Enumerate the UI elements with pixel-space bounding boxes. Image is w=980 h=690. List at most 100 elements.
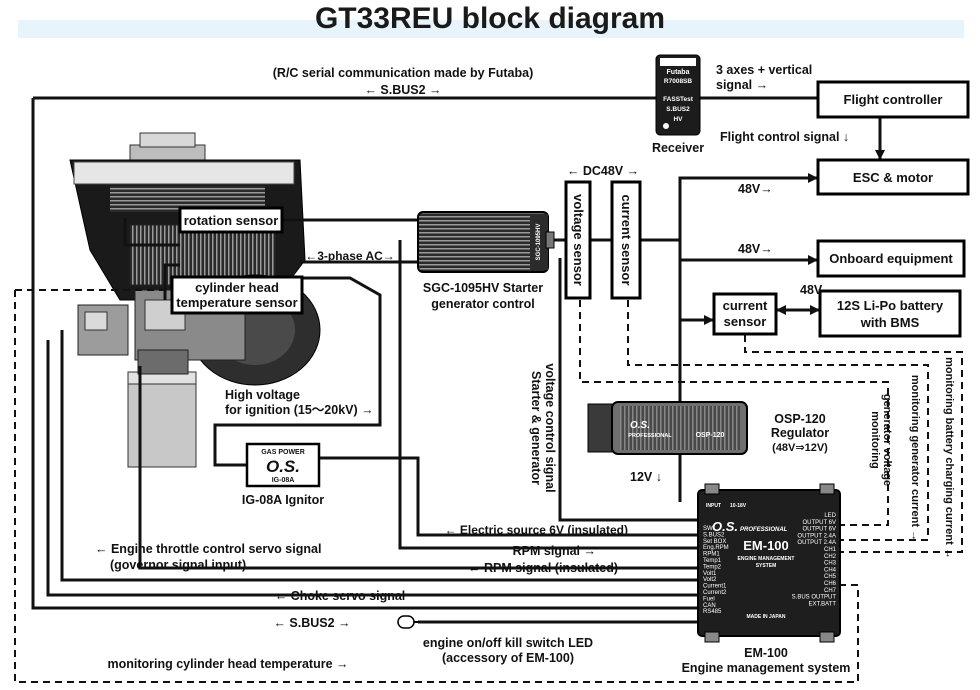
ignitor-caption: IG-08A Ignitor <box>242 493 324 507</box>
em100-port-left: Eng.RPM <box>703 545 729 551</box>
em100-port-right: OUTPUT 2.4A <box>797 533 836 539</box>
monitor-gen-voltage-label-2: generator voltage <box>881 394 893 486</box>
svg-text:HV: HV <box>673 116 683 123</box>
svg-text:Flight controller: Flight controller <box>844 92 943 107</box>
svg-text:R7008SB: R7008SB <box>664 78 692 85</box>
throttle-label-1: ← Engine throttle control servo signal <box>95 542 321 556</box>
kill-led-label-1: engine on/off kill switch LED <box>423 636 593 650</box>
monitor-gen-voltage-label-1: monitoring <box>869 411 881 468</box>
kill-led-label-2: (accessory of EM-100) <box>442 651 574 665</box>
led-icon <box>397 615 420 629</box>
em100-port-right: LED <box>824 513 836 519</box>
svg-text:EM-100: EM-100 <box>743 538 789 553</box>
osp-caption-3: (48V⇒12V) <box>772 442 828 454</box>
onboard-equipment-box: Onboard equipment <box>816 239 966 278</box>
svg-text:OSP-120: OSP-120 <box>696 432 725 439</box>
em100-port-left: SW <box>703 526 713 532</box>
svg-text:IG-08A: IG-08A <box>272 477 295 484</box>
starter-signal-label-1: Starter & generator <box>529 371 543 485</box>
rc-serial-label: (R/C serial communication made by Futaba… <box>273 66 533 80</box>
em100-port-left: Current1 <box>703 584 727 590</box>
sgc-caption-2: generator control <box>431 297 535 311</box>
axes-signal-label-2: signal → <box>716 78 768 92</box>
svg-text:ESC & motor: ESC & motor <box>853 170 933 185</box>
em100-port-left: Set BOX <box>703 539 726 545</box>
starter-controller-device: SGC-1095HV <box>417 211 555 273</box>
electric-source-label: ← Electric source 6V (insulated) <box>445 523 628 537</box>
em100-port-right: CH2 <box>824 554 837 560</box>
em100-caption-1: EM-100 <box>744 646 788 660</box>
v12-label: 12V ↓ <box>630 470 662 484</box>
receiver-caption: Receiver <box>652 141 704 155</box>
cylinder-temp-sensor-box: cylinder head temperature sensor <box>170 275 304 315</box>
ignitor-device: GAS POWER O.S. IG-08A <box>245 442 321 488</box>
monitor-cyl-temp-label: monitoring cylinder head temperature → <box>107 657 348 671</box>
sbus2-bottom-label: ← S.BUS2 → <box>273 616 350 630</box>
current-sensor-small-box: current sensor <box>712 292 778 336</box>
svg-text:ENGINE MANAGEMENT: ENGINE MANAGEMENT <box>738 556 795 562</box>
em100-port-right: CH1 <box>824 547 837 553</box>
em100-port-right: CH4 <box>824 567 837 573</box>
v48-onboard-label: 48V→ <box>738 242 773 256</box>
flight-control-signal-label: Flight control signal ↓ <box>720 130 849 144</box>
em100-port-right: CH5 <box>824 574 837 580</box>
throttle-label-2: (governor signal input) <box>110 558 246 572</box>
svg-text:INPUT: INPUT <box>706 503 721 509</box>
rpm-insulated-label: ← RPM signal (insulated) <box>468 561 618 575</box>
v48-esc-label: 48V→ <box>738 182 773 196</box>
em100-port-left: RS485 <box>703 609 722 615</box>
high-voltage-label-1: High voltage <box>225 388 300 402</box>
em100-port-right: S.BUS OUTPUT <box>792 595 837 601</box>
dc48v-label: ← DC48V → <box>567 164 639 178</box>
ac3phase-label: ←3-phase AC→ <box>305 249 395 263</box>
svg-text:12S Li-Po battery: 12S Li-Po battery <box>837 298 944 313</box>
em100-port-right: CH7 <box>824 588 837 594</box>
em100-port-right: EXT.BATT <box>808 601 836 607</box>
em100-port-left: Current2 <box>703 590 727 596</box>
svg-text:PROFESSIONAL: PROFESSIONAL <box>740 527 788 533</box>
sbus2-top-label: ← S.BUS2 → <box>364 83 441 97</box>
page-title: GT33REU block diagram <box>314 2 666 35</box>
svg-text:S.BUS2: S.BUS2 <box>666 106 690 113</box>
choke-label: ← Choke servo signal <box>275 589 406 603</box>
monitor-gen-current-label: monitoring generator current → <box>909 375 921 541</box>
svg-text:PROFESSIONAL: PROFESSIONAL <box>628 433 672 439</box>
svg-text:GAS POWER: GAS POWER <box>261 449 305 456</box>
sgc-caption-1: SGC-1095HV Starter <box>423 281 543 295</box>
receiver-device: Futaba R7008SB FASSTest S.BUS2 HV <box>655 54 701 136</box>
svg-text:O.S.: O.S. <box>266 457 300 476</box>
battery-box: 12S Li-Po battery with BMS <box>818 289 962 338</box>
rpm-signal-label: RPM signal → <box>513 544 596 558</box>
em100-port-left: Temp1 <box>703 558 722 564</box>
arrow-heads <box>704 150 885 325</box>
em100-port-right: CH3 <box>824 561 837 567</box>
em100-port-right: OUTPUT 6V <box>802 527 836 533</box>
em100-port-left: Temp2 <box>703 564 722 570</box>
axes-signal-label-1: 3 axes + vertical <box>716 63 812 77</box>
svg-text:SYSTEM: SYSTEM <box>756 563 777 569</box>
svg-text:O.S.: O.S. <box>630 420 650 431</box>
svg-text:current: current <box>723 298 768 313</box>
svg-text:temperature sensor: temperature sensor <box>176 295 297 310</box>
svg-text:Futaba: Futaba <box>667 69 690 76</box>
svg-text:SGC-1095HV: SGC-1095HV <box>536 224 542 261</box>
em100-port-right: OUTPUT 6V <box>802 520 836 526</box>
em100-caption-2: Engine management system <box>682 661 851 675</box>
svg-text:rotation sensor: rotation sensor <box>184 213 279 228</box>
wiring <box>31 96 882 624</box>
em100-port-left: Volt1 <box>703 571 717 577</box>
esc-motor-box: ESC & motor <box>816 158 970 196</box>
high-voltage-label-2: for ignition (15〜20kV) → <box>225 403 374 417</box>
em100-port-right: OUTPUT 2.4A <box>797 540 836 546</box>
monitor-lines <box>14 289 963 683</box>
svg-text:cylinder head: cylinder head <box>195 280 279 295</box>
em100-device: INPUT 10-18V O.S. PROFESSIONAL EM-100 EN… <box>697 483 841 643</box>
em100-port-left: CAN <box>703 603 716 609</box>
title-band <box>18 20 964 38</box>
svg-text:voltage sensor: voltage sensor <box>571 194 586 286</box>
monitor-batt-current-label: monitoring battery charging current → <box>943 357 955 559</box>
svg-text:with BMS: with BMS <box>860 315 920 330</box>
osp-caption-2: Regulator <box>771 426 829 440</box>
em100-port-left: RPM1 <box>703 552 720 558</box>
